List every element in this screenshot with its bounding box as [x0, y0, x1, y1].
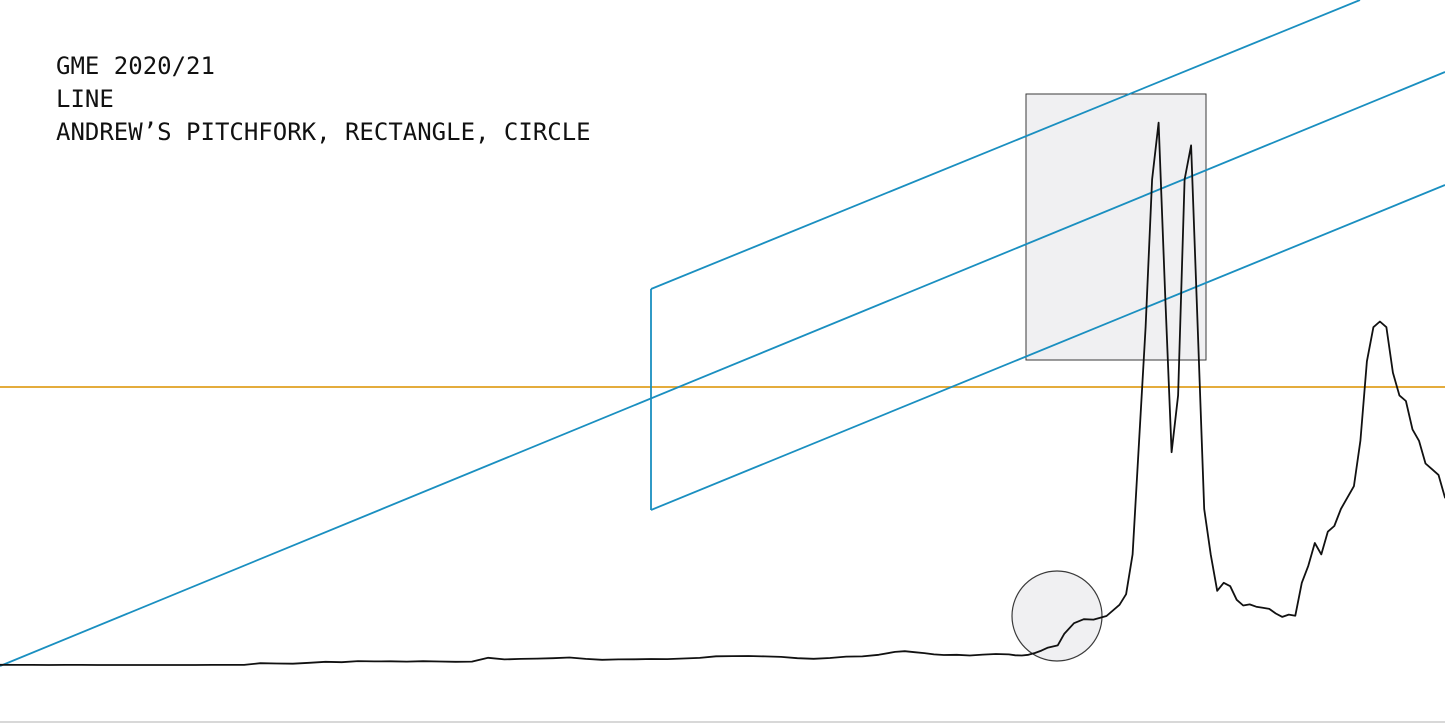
title-line-drawings: ANDREW’S PITCHFORK, RECTANGLE, CIRCLE: [56, 118, 591, 146]
pitchfork-lower-tine: [650, 184, 1445, 511]
title-line-type: LINE: [56, 85, 114, 113]
rectangle-drawing: [1025, 93, 1207, 361]
pitchfork-median-line: [0, 71, 1445, 667]
bottom-divider: [0, 721, 1445, 723]
pitchfork-layer: [0, 0, 1445, 667]
price-line-series: [0, 121, 1445, 666]
price-series-layer: [0, 121, 1445, 666]
title-line-ticker: GME 2020/21: [56, 52, 215, 80]
circle-drawing: [1011, 570, 1103, 662]
drawing-layer-back: [1011, 93, 1207, 662]
pitchfork-upper-tine: [650, 0, 1361, 290]
